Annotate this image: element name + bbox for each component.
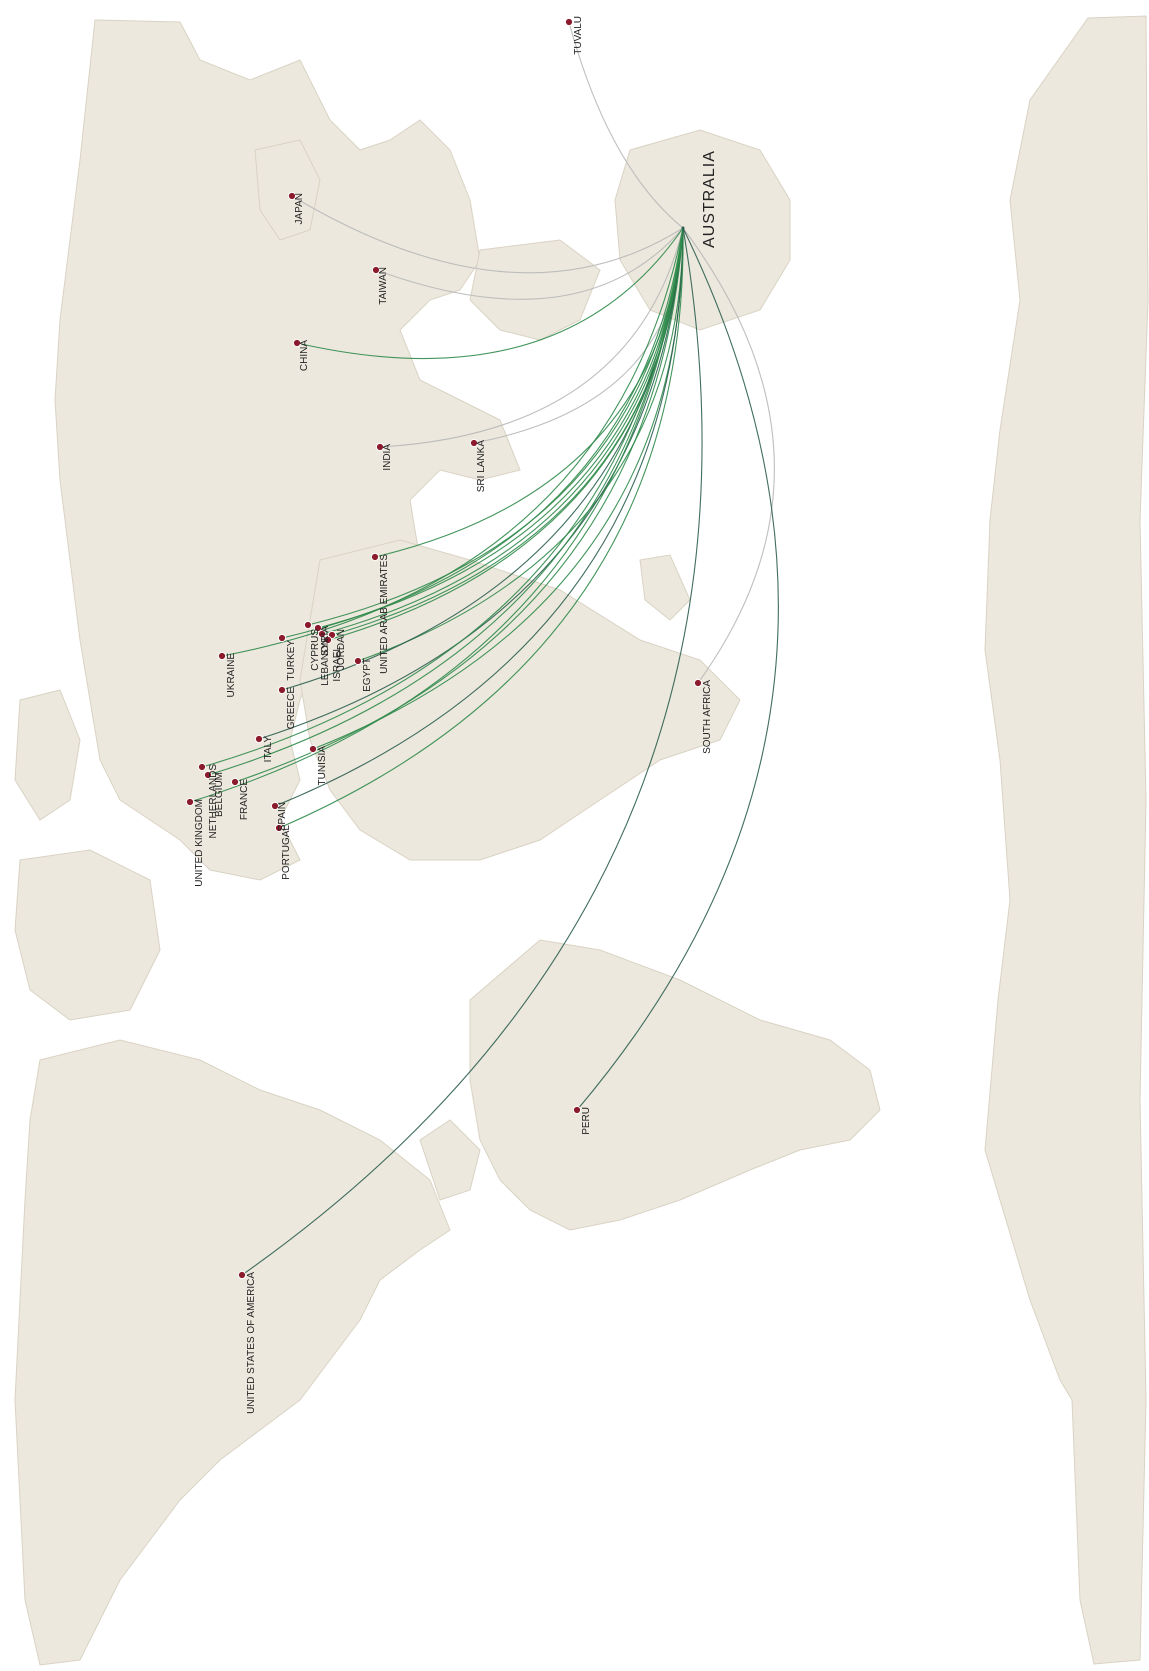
route-united-kingdom	[189, 227, 684, 803]
route-south-africa	[682, 227, 775, 684]
route-turkey	[281, 227, 684, 639]
marker-united-states-of-america[interactable]	[237, 1270, 247, 1280]
label-ukraine: UKRAINE	[226, 653, 237, 698]
label-jordan: JORDAN	[336, 629, 347, 670]
label-united-kingdom: UNITED KINGDOM	[194, 799, 205, 887]
label-sri-lanka: SRI LANKA	[476, 440, 487, 493]
hub-label-australia: AUSTRALIA	[701, 150, 718, 248]
route-china	[296, 227, 684, 360]
route-japan	[291, 195, 684, 274]
route-taiwan	[375, 227, 684, 300]
marker-china[interactable]	[292, 338, 302, 348]
marker-united-arab-emirates[interactable]	[370, 552, 380, 562]
labels-layer: TUVALU JAPAN TAIWAN CHINA INDIA SRI LANKA UNIT…	[194, 16, 713, 1414]
marker-italy[interactable]	[254, 734, 264, 744]
markers-layer	[185, 17, 703, 1280]
label-south-africa: SOUTH AFRICA	[702, 680, 713, 754]
indonesia-landmass	[469, 239, 601, 341]
marker-united-kingdom[interactable]	[185, 797, 195, 807]
scandinavia-landmass	[14, 689, 81, 821]
label-peru: PERU	[581, 1107, 592, 1135]
label-egypt: EGYPT	[362, 658, 373, 692]
marker-taiwan[interactable]	[371, 265, 381, 275]
label-united-states-of-america: UNITED STATES OF AMERICA	[246, 1272, 257, 1414]
label-france: FRANCE	[239, 779, 250, 820]
label-spain: SPAIN	[277, 802, 288, 831]
south-america-landmass	[469, 939, 881, 1231]
marker-portugal[interactable]	[274, 823, 284, 833]
marker-sri-lanka[interactable]	[469, 438, 479, 448]
madagascar-landmass	[639, 554, 691, 621]
marker-tunisia[interactable]	[308, 744, 318, 754]
label-greece: GREECE	[286, 687, 297, 730]
marker-cyprus[interactable]	[303, 620, 313, 630]
route-ukraine	[221, 227, 684, 657]
label-netherlands: NETHERLANDS	[208, 764, 219, 839]
marker-turkey[interactable]	[277, 633, 287, 643]
landmasses	[14, 15, 1149, 1666]
label-syria: SYRIA	[320, 626, 331, 656]
marker-egypt[interactable]	[353, 656, 363, 666]
label-taiwan: TAIWAN	[378, 267, 389, 305]
label-tuvalu: TUVALU	[573, 16, 584, 55]
africa-landmass	[299, 539, 741, 861]
central-america-landmass	[419, 1119, 481, 1201]
route-peru	[576, 227, 779, 1111]
marker-lebanon[interactable]	[317, 629, 327, 639]
marker-belgium[interactable]	[203, 770, 213, 780]
marker-tuvalu[interactable]	[564, 17, 574, 27]
marker-israel[interactable]	[323, 635, 333, 645]
route-united-states-of-america	[241, 227, 703, 1276]
marker-syria[interactable]	[313, 623, 323, 633]
label-lebanon: LEBANON	[320, 638, 331, 686]
routes-layer	[189, 21, 779, 1276]
label-japan: JAPAN	[294, 193, 305, 225]
route-tuvalu	[568, 21, 684, 229]
antarctica-landmass	[984, 15, 1149, 1665]
marker-greece[interactable]	[277, 685, 287, 695]
marker-japan[interactable]	[287, 191, 297, 201]
label-tunisia: TUNISIA	[317, 746, 328, 786]
route-belgium	[207, 227, 684, 776]
marker-india[interactable]	[375, 442, 385, 452]
north-america-landmass	[14, 1039, 451, 1666]
label-israel: ISRAEL	[332, 646, 343, 682]
marker-france[interactable]	[230, 777, 240, 787]
greenland-landmass	[14, 849, 161, 1021]
label-italy: ITALY	[263, 736, 274, 763]
marker-netherlands[interactable]	[197, 762, 207, 772]
route-netherlands	[201, 227, 684, 768]
marker-peru[interactable]	[572, 1105, 582, 1115]
hub-anchor	[681, 226, 685, 230]
label-united-arab-emirates: UNITED ARAB EMIRATES	[379, 554, 390, 674]
marker-south-africa[interactable]	[693, 678, 703, 688]
route-portugal	[278, 227, 684, 829]
australia-landmass	[614, 129, 791, 331]
marker-spain[interactable]	[270, 801, 280, 811]
label-china: CHINA	[299, 340, 310, 371]
route-cyprus	[307, 227, 684, 626]
label-turkey: TURKEY	[286, 640, 297, 681]
label-india: INDIA	[382, 444, 393, 471]
route-india	[379, 227, 684, 448]
marker-ukraine[interactable]	[217, 651, 227, 661]
japan-landmass	[254, 139, 321, 241]
route-spain	[274, 227, 684, 807]
label-portugal: PORTUGAL	[281, 825, 292, 880]
route-france	[234, 227, 684, 783]
label-cyprus: CYPRUS	[310, 629, 321, 671]
label-belgium: BELGIUM	[214, 772, 225, 817]
